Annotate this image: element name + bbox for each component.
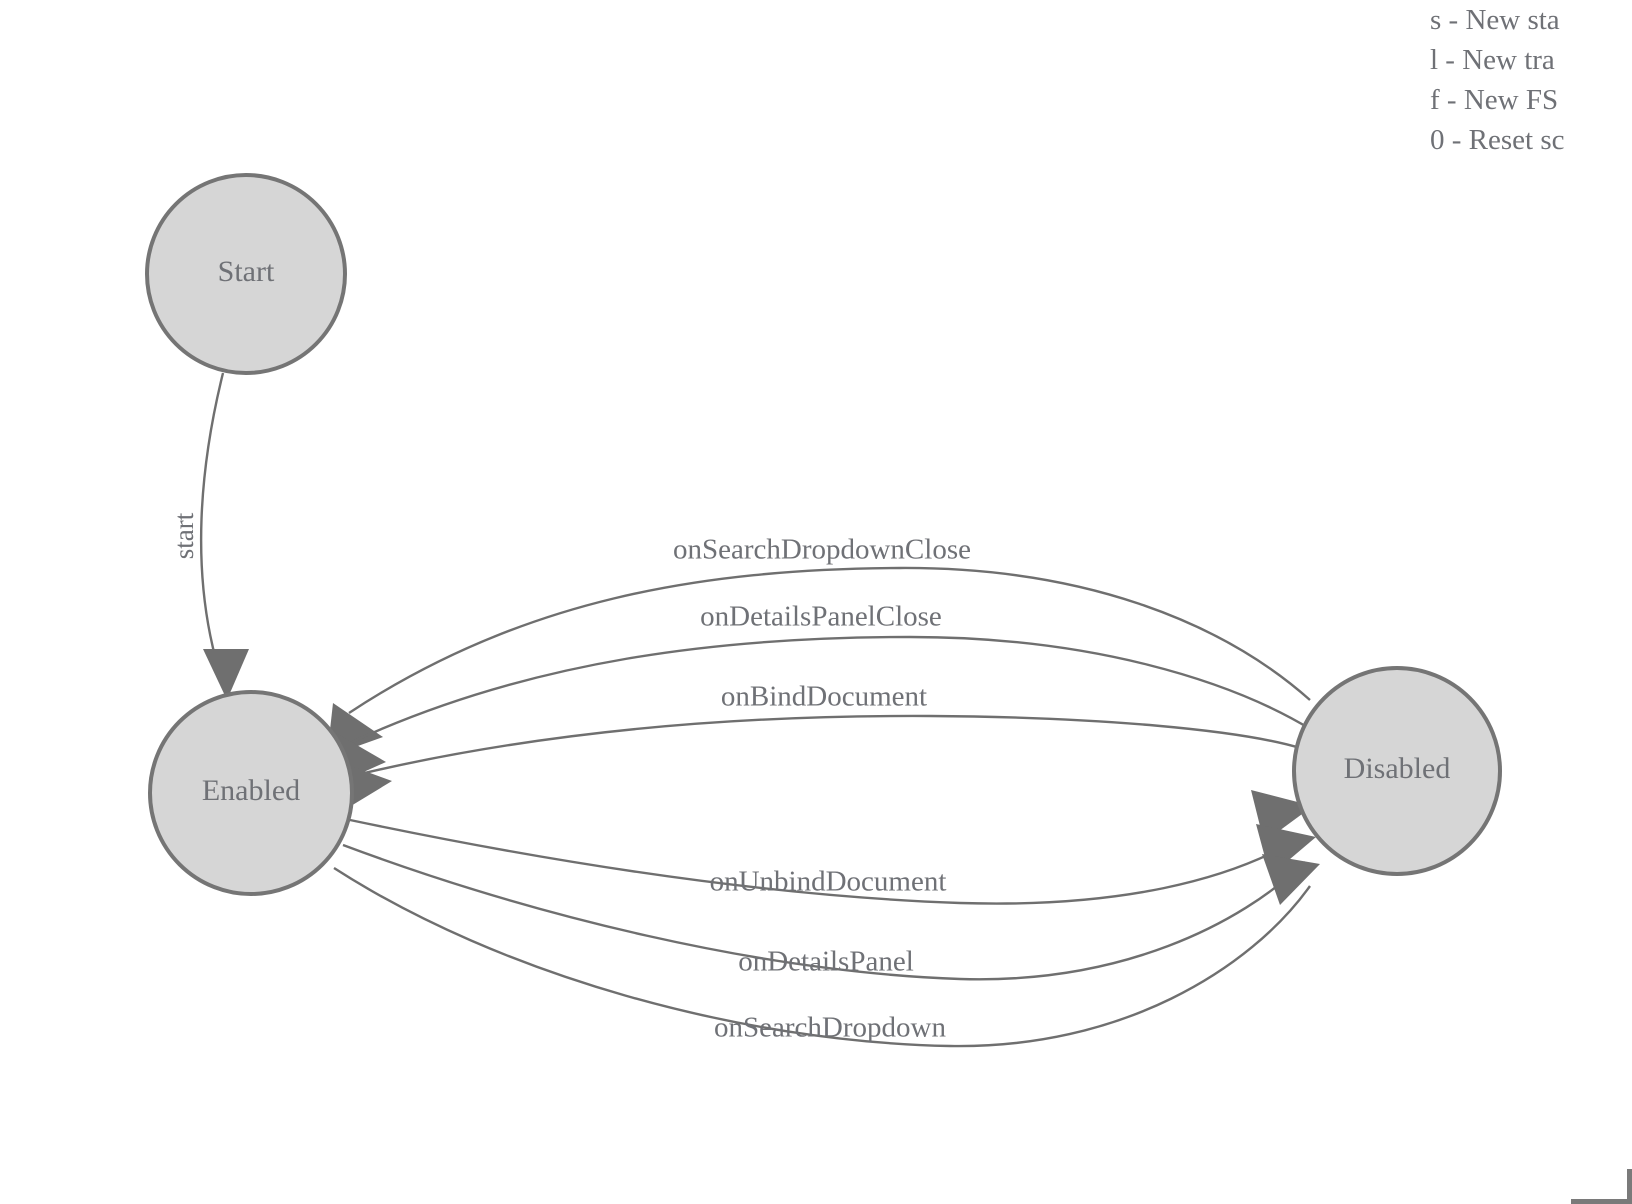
edge-label-onbinddocument: onBindDocument	[721, 681, 927, 713]
edge-path-onsearchdropdown	[333, 866, 1311, 1048]
state-circle-enabled	[148, 690, 354, 896]
transition-onbinddocument[interactable]	[340, 714, 1301, 812]
edge-label-ondetailspanelclose: onDetailsPanelClose	[700, 601, 942, 633]
arrowhead-onsearchdropdown	[1262, 854, 1320, 905]
edge-path-start	[199, 372, 225, 661]
edge-path-onsearchdropdownclose	[348, 566, 1311, 715]
resize-handle-corner[interactable]	[1571, 1169, 1632, 1204]
state-label-start: Start	[218, 255, 275, 288]
edge-label-onsearchdropdownclose: onSearchDropdownClose	[673, 534, 971, 566]
edge-label-start: start	[169, 512, 199, 559]
edge-label-onunbinddocument: onUnbindDocument	[710, 866, 947, 898]
state-circle-disabled	[1292, 666, 1502, 876]
arrowhead-start-enabled	[203, 649, 249, 700]
state-node-enabled[interactable]: Enabled	[148, 690, 354, 896]
state-node-start[interactable]: Start	[145, 173, 347, 375]
edge-path-ondetailspanel	[342, 843, 1306, 981]
edge-path-ondetailspanelclose	[351, 635, 1313, 744]
state-label-enabled: Enabled	[202, 774, 300, 807]
edge-path-onbinddocument	[355, 714, 1301, 777]
transition-start-enabled[interactable]	[199, 372, 249, 700]
state-circle-start	[145, 173, 347, 375]
edge-path-onunbinddocument	[349, 818, 1301, 905]
state-node-disabled[interactable]: Disabled	[1292, 666, 1502, 876]
edge-label-ondetailspanel: onDetailsPanel	[738, 946, 914, 978]
state-label-disabled: Disabled	[1344, 752, 1451, 785]
transition-onsearchdropdownclose[interactable]	[327, 566, 1311, 757]
edge-label-onsearchdropdown: onSearchDropdown	[714, 1012, 946, 1044]
transition-onsearchdropdown[interactable]	[333, 854, 1320, 1048]
